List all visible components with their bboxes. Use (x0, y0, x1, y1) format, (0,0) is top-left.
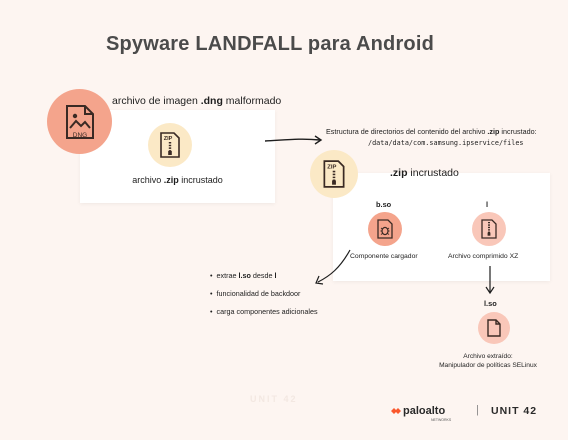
dng-caption: archivo de imagen .dng malformado (112, 95, 282, 107)
zip-file-icon (481, 219, 497, 239)
zip-file-icon: ZIP (323, 160, 345, 188)
footer-separator: | (476, 404, 479, 416)
paloalto-subtitle: NETWORKS (431, 418, 452, 422)
lso-caption: Archivo extraído: Manipulador de polític… (428, 352, 548, 370)
file-icon (487, 319, 501, 337)
directory-path: /data/data/com.samsung.ipservice/files (368, 139, 524, 147)
unit42-watermark: UNIT 42 (250, 394, 298, 404)
list-item: carga componentes adicionales (210, 307, 318, 316)
lso-label: l.so (484, 299, 497, 308)
list-item: extrae l.so desde l (210, 271, 318, 280)
l-caption: Archivo comprimido XZ (448, 253, 519, 260)
list-item: funcionalidad de backdoor (210, 289, 318, 298)
bso-caption: Componente cargador (350, 253, 418, 260)
dng-icon-label: DNG (72, 132, 86, 139)
dng-image-node: DNG (47, 89, 112, 154)
zip-node-1: ZIP (148, 123, 192, 167)
paloalto-brand: paloalto (403, 405, 446, 417)
image-file-icon: DNG (65, 104, 94, 139)
zip-icon-label-1: ZIP (164, 136, 173, 142)
bso-label: b.so (376, 200, 392, 209)
lso-caption-line1: Archivo extraído: (463, 353, 513, 360)
l-node (472, 212, 506, 246)
structure-description: Estructura de directorios del contenido … (326, 127, 537, 136)
arrow-bso-to-bullets (317, 249, 351, 283)
zip-node-2: ZIP (310, 150, 358, 198)
zip-file-icon: ZIP (160, 132, 180, 158)
bso-functions-list: extrae l.so desde l funcionalidad de bac… (210, 271, 318, 325)
zip-icon-label-2: ZIP (327, 165, 336, 171)
paloalto-logo-icon (391, 408, 401, 414)
zip-caption-1: archivo .zip incrustado (132, 175, 223, 185)
bug-file-icon (377, 219, 393, 239)
unit42-logo-icon: UNIT 42 (491, 405, 538, 417)
zip-caption-2: .zip incrustado (390, 167, 459, 179)
lso-node (478, 312, 510, 344)
lso-caption-line2: Manipulador de políticas SELinux (439, 362, 537, 369)
arrow-zip-to-contents (264, 138, 321, 142)
l-label: l (486, 200, 489, 209)
bso-node (368, 212, 402, 246)
diagram-title: Spyware LANDFALL para Android (105, 33, 435, 55)
